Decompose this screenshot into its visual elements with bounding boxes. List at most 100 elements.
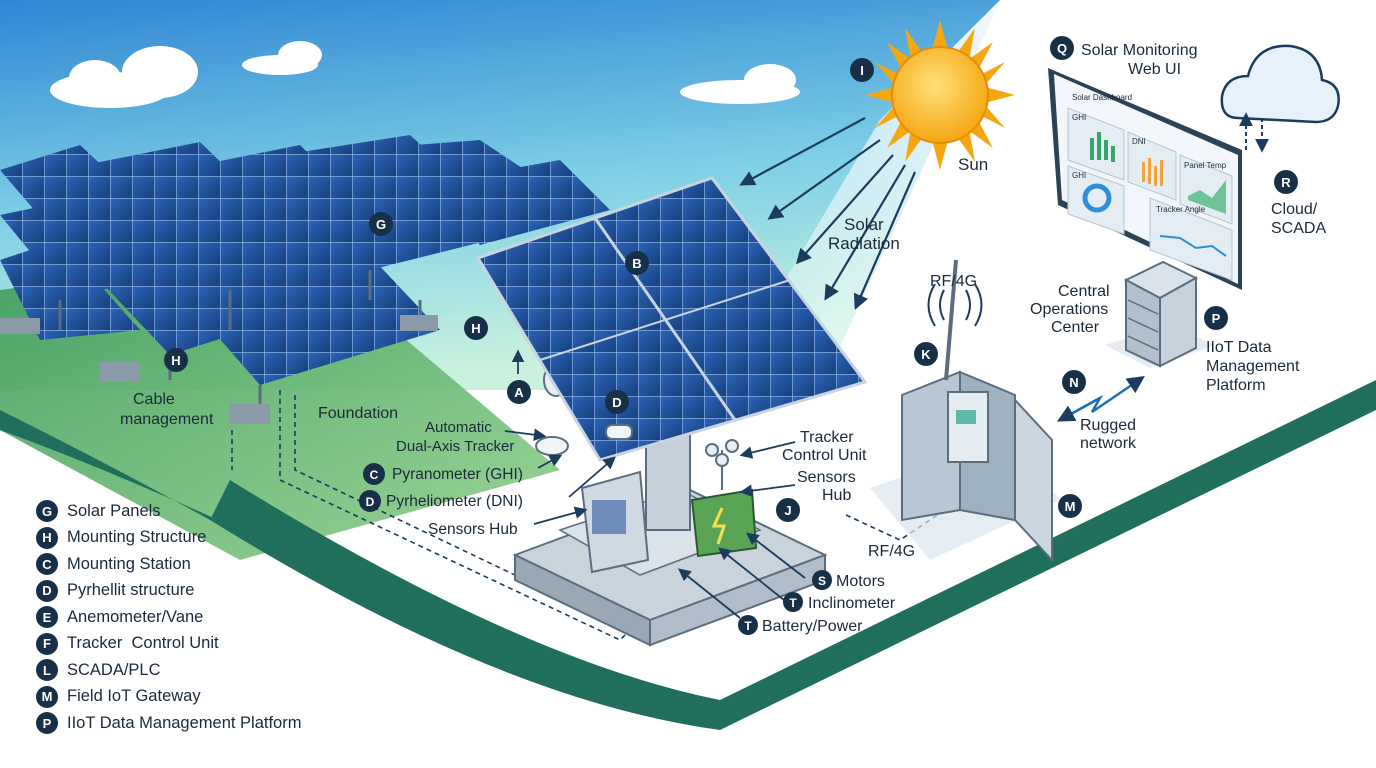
- label-automatic-1: Automatic: [425, 419, 492, 436]
- badge-h-left: H: [164, 348, 188, 372]
- label-iiot-3: Platform: [1206, 377, 1266, 394]
- svg-text:I: I: [860, 63, 864, 78]
- label-solar-radiation-1: Solar: [844, 215, 884, 234]
- legend-badge: H: [36, 526, 58, 549]
- badge-s: S: [812, 570, 832, 590]
- svg-text:A: A: [514, 385, 524, 400]
- cloud-decoration: [50, 41, 800, 108]
- dashboard-panel-ghi2: GHI: [1072, 171, 1086, 180]
- legend-badge: F: [36, 632, 58, 655]
- cloud-icon: [1220, 44, 1340, 153]
- badge-d: D: [605, 390, 629, 414]
- legend-label: Mounting Station: [67, 554, 191, 573]
- legend-badge: E: [36, 606, 58, 629]
- svg-text:M: M: [1065, 499, 1076, 514]
- label-sensors-hub-right-1: Sensors: [797, 469, 856, 486]
- letter-badges: I Q R G B H H A D C D J K N M P S T T: [164, 36, 1298, 635]
- dashboard-panel-tracker-angle: Tracker Angle: [1156, 205, 1206, 214]
- label-rugged-2: network: [1080, 435, 1137, 452]
- label-foundation: Foundation: [318, 405, 398, 422]
- legend-label: IIoT Data Management Platform: [67, 713, 302, 732]
- legend-label: Solar Panels: [67, 501, 161, 520]
- dashboard-panel-temp: Panel Temp: [1184, 161, 1227, 170]
- label-cable-2: management: [120, 411, 214, 428]
- label-central-3: Center: [1051, 319, 1100, 336]
- dashboard-panel-dni: DNI: [1132, 137, 1146, 146]
- label-webui-2: Web UI: [1128, 61, 1181, 78]
- badge-a: A: [507, 380, 531, 404]
- legend-label: Field IoT Gateway: [67, 687, 201, 706]
- label-battery-power: Battery/Power: [762, 618, 863, 635]
- badge-d2: D: [359, 490, 381, 512]
- legend-item: P IIoT Data Management Platform: [36, 710, 366, 737]
- badge-h-right: H: [464, 316, 488, 340]
- legend-label: Tracker Control Unit: [67, 634, 219, 653]
- dual-axis-tracker: [475, 176, 868, 647]
- label-inclinometer: Inclinometer: [808, 595, 896, 612]
- legend-item: F Tracker Control Unit: [36, 631, 366, 658]
- badge-m: M: [1058, 494, 1082, 518]
- legend-item: G Solar Panels: [36, 498, 366, 525]
- svg-text:D: D: [366, 495, 375, 509]
- label-sensors-hub-left: Sensors Hub: [428, 521, 518, 538]
- solar-radiation-arrows: [739, 117, 917, 310]
- svg-text:P: P: [1212, 311, 1221, 326]
- label-iiot-2: Management: [1206, 358, 1300, 375]
- svg-text:H: H: [171, 353, 180, 368]
- legend-badge: P: [36, 712, 58, 735]
- label-tracker-control-2: Control Unit: [782, 447, 867, 464]
- label-solar-radiation-2: Radiation: [828, 234, 900, 253]
- legend-badge: G: [36, 500, 58, 523]
- label-tracker-control-1: Tracker: [800, 429, 854, 446]
- label-automatic-2: Dual-Axis Tracker: [396, 438, 514, 455]
- badge-n: N: [1062, 370, 1086, 394]
- label-cable-1: Cable: [133, 391, 175, 408]
- label-cloud-2: SCADA: [1271, 220, 1326, 237]
- badge-q: Q: [1050, 36, 1074, 60]
- badge-t1: T: [783, 592, 803, 612]
- label-sun: Sun: [958, 155, 988, 174]
- sun-icon: [865, 20, 1015, 170]
- label-rf4g-bottom: RF/4G: [868, 543, 915, 560]
- dashboard-title: Solar Dashboard: [1072, 93, 1132, 102]
- web-ui-dashboard: Solar Dashboard GHI DNI Panel Temp GHI T…: [1048, 68, 1242, 290]
- legend-badge: M: [36, 685, 58, 708]
- legend-badge: D: [36, 579, 58, 602]
- legend-item: E Anemometer/Vane: [36, 604, 366, 631]
- label-cloud-1: Cloud/: [1271, 201, 1318, 218]
- legend-badge: L: [36, 659, 58, 682]
- svg-text:T: T: [744, 619, 752, 633]
- badge-p: P: [1204, 306, 1228, 330]
- badge-b: B: [625, 251, 649, 275]
- legend-label: SCADA/PLC: [67, 660, 161, 679]
- svg-text:H: H: [471, 321, 480, 336]
- label-pyrheliometer: Pyrheliometer (DNI): [386, 493, 523, 510]
- legend-item: C Mounting Station: [36, 551, 366, 578]
- svg-text:B: B: [632, 256, 641, 271]
- svg-text:D: D: [612, 395, 621, 410]
- badge-t2: T: [738, 615, 758, 635]
- legend-badge: C: [36, 553, 58, 576]
- svg-text:G: G: [376, 217, 386, 232]
- central-operations-server: [1105, 260, 1215, 368]
- badge-c: C: [363, 463, 385, 485]
- label-motors: Motors: [836, 573, 885, 590]
- legend-item: L SCADA/PLC: [36, 657, 366, 684]
- label-pyranometer: Pyranometer (GHI): [392, 466, 523, 483]
- solar-panel-array: [0, 135, 610, 424]
- svg-text:T: T: [789, 596, 797, 610]
- badge-j: J: [776, 498, 800, 522]
- badge-r: R: [1274, 170, 1298, 194]
- svg-text:K: K: [921, 347, 931, 362]
- legend-label: Anemometer/Vane: [67, 607, 204, 626]
- svg-text:J: J: [784, 503, 791, 518]
- badge-k: K: [914, 342, 938, 366]
- diagram-labels: Sun Solar Radiation Automatic Dual-Axis …: [120, 42, 1326, 635]
- label-central-2: Operations: [1030, 301, 1108, 318]
- cable-paths: [231, 390, 946, 641]
- label-iiot-1: IIoT Data: [1206, 339, 1272, 356]
